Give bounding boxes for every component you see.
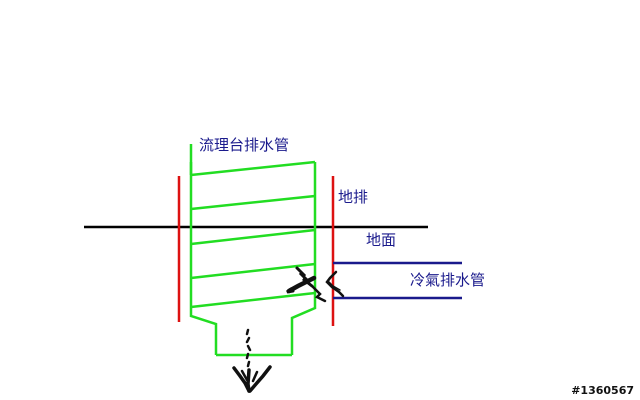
ground-label: 地面 [366,231,397,249]
floor-drain-label: 地排 [338,188,369,206]
ac-drain-pipe-label: 冷氣排水管 [410,271,486,289]
sink-pipe-winding-5 [190,291,316,309]
sink-drain-pipe [189,144,317,357]
sink-pipe-winding-4 [190,262,316,280]
junction-scribble [286,266,345,303]
sink-drain-pipe-label: 流理台排水管 [199,136,290,154]
ac-drain-pipe [333,261,462,300]
sink-pipe-winding-2 [190,194,316,211]
downward-flow-arrow [232,328,272,393]
watermark: #1360567 [571,384,634,397]
sink-pipe-winding-1 [190,160,316,177]
sink-pipe-right-wall [290,162,317,355]
sink-pipe-left-wall [189,144,218,355]
sink-pipe-winding-3 [190,228,316,246]
